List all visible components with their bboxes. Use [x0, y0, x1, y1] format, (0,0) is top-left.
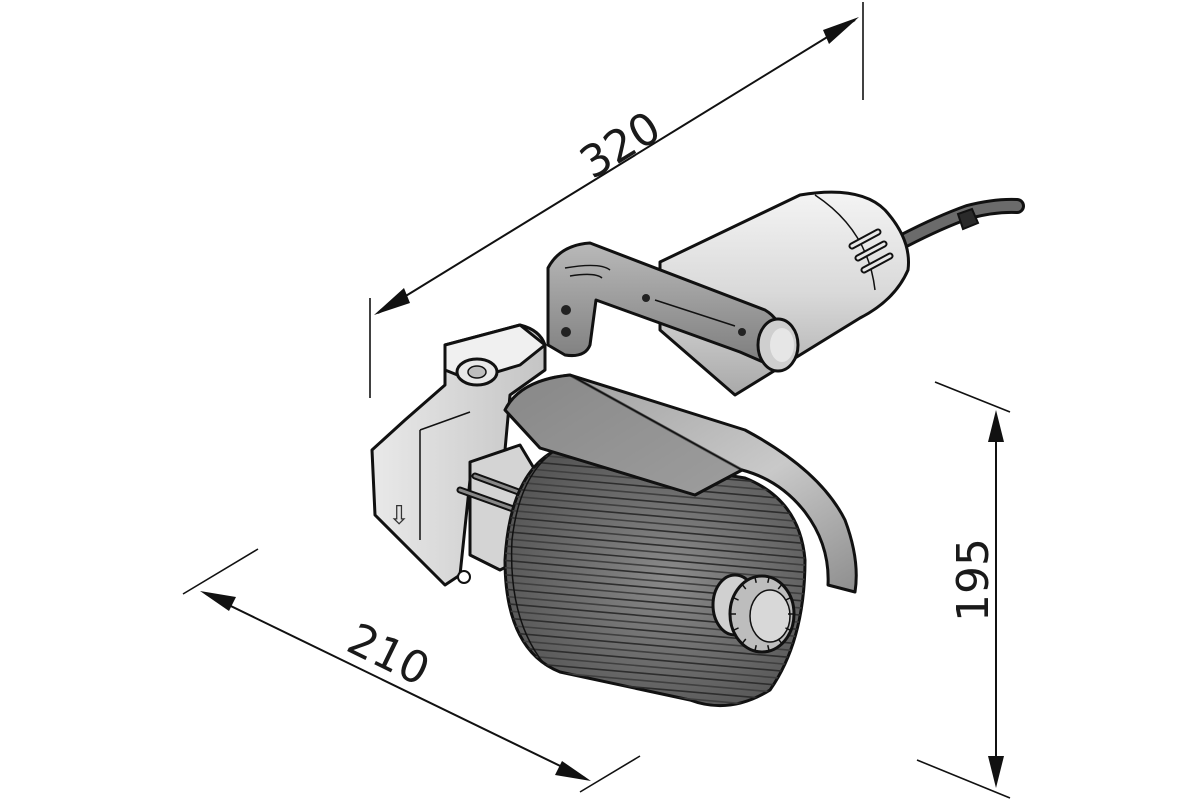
knurl-line [732, 596, 739, 601]
knurl-line [732, 627, 739, 632]
knurl-line [785, 627, 792, 632]
extension-line-depth-end [579, 755, 641, 793]
knurl-line [777, 583, 783, 590]
knurl-line [767, 576, 770, 583]
direction-arrow-icon: ⇩ [388, 501, 410, 531]
knurl-line [754, 645, 757, 652]
bristle-line [505, 523, 805, 553]
knurl-line [777, 638, 783, 645]
label-height: 195 [948, 538, 999, 622]
bristle-line [505, 480, 805, 510]
arrow-depth-start [200, 591, 236, 611]
vent-slots [848, 228, 894, 274]
bristle-line [505, 631, 805, 661]
bristle-line [505, 660, 805, 690]
bristle-line [505, 508, 805, 539]
screw-icon [642, 294, 650, 302]
bail-handle [546, 241, 800, 373]
knurl-line [741, 583, 747, 590]
bristle-line [505, 516, 805, 546]
bristle-line [505, 638, 805, 668]
dimension-line-depth [205, 593, 586, 779]
knurl-line [741, 638, 747, 645]
dimension-height: 195 [916, 381, 1011, 799]
bristle-line [505, 530, 805, 560]
knurl-line [767, 645, 770, 652]
screw-icon [738, 328, 746, 336]
label-length: 320 [571, 102, 669, 189]
extension-line-depth-start [182, 548, 259, 595]
shaft-lock-knob [711, 573, 796, 654]
arrow-height-bottom [988, 756, 1004, 788]
extension-line-height-bottom [916, 759, 1011, 799]
screw-icon [457, 570, 471, 584]
power-cable [897, 197, 1025, 248]
bristle-line [505, 544, 805, 575]
brush-guard [503, 373, 858, 594]
bristle-line [505, 652, 805, 683]
bristle-line [505, 501, 805, 532]
screw-icon [561, 327, 571, 337]
gear-housing: ⇩ [370, 323, 547, 587]
arrow-height-top [988, 410, 1004, 442]
bristle-line [505, 537, 805, 568]
bristle-line [505, 487, 805, 517]
label-depth: 210 [339, 614, 437, 697]
bristle-line [505, 472, 805, 503]
knurl-line [785, 596, 792, 601]
bristle-line [505, 645, 805, 676]
extension-line-height-top [934, 381, 1011, 413]
knurl-lines [730, 576, 794, 652]
dimension-depth: 210 [182, 548, 641, 793]
arrow-length-start [374, 288, 410, 315]
screw-icon [561, 305, 571, 315]
arrow-length-end [823, 17, 859, 44]
knurl-line [754, 576, 757, 583]
arrow-depth-end [555, 761, 591, 781]
bristle-line [505, 494, 805, 524]
dimension-line-length [377, 19, 856, 314]
